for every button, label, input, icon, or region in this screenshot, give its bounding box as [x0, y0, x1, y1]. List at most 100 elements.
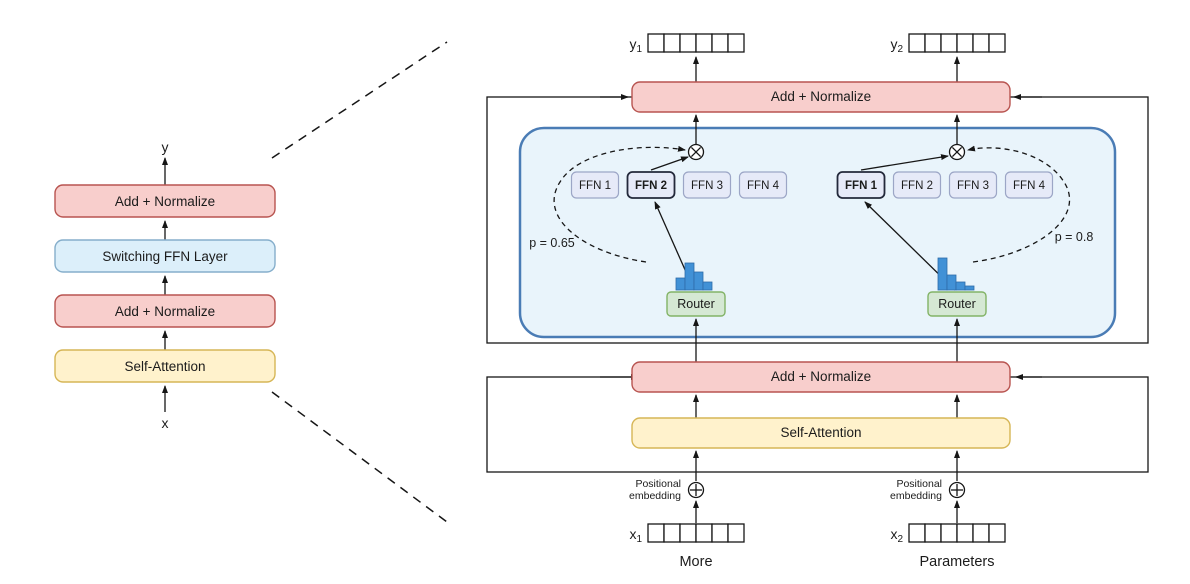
token-cell: [924, 33, 942, 53]
token-cell: [940, 523, 958, 543]
router-prob-bar: [955, 281, 966, 291]
expert-label: FFN 3: [691, 180, 723, 192]
token-cell: [711, 33, 729, 53]
router-histogram-left: [675, 262, 713, 291]
multiply-icon: [687, 143, 705, 161]
token-cell: [727, 33, 745, 53]
expert-label: FFN 4: [747, 180, 780, 192]
switching-ffn-layer-label: Switching FFN Layer: [102, 249, 228, 264]
token-base: y: [890, 36, 897, 52]
token-cells-y1: [647, 33, 745, 53]
router-label: Router: [677, 297, 715, 311]
token-cell: [972, 33, 990, 53]
gate-probability-right: p = 0.8: [1055, 230, 1094, 244]
token-cell: [988, 33, 1006, 53]
expert-ffn2-right: FFN 2: [892, 171, 942, 199]
expert-box: [836, 171, 886, 199]
router-prob-bar: [675, 277, 686, 291]
token-cell: [956, 33, 974, 53]
self-attention-label: Self-Attention: [780, 425, 861, 440]
token-cell: [988, 523, 1006, 543]
output-label-y: y: [162, 139, 169, 155]
positional-embedding-label-right-line1: Positional: [896, 478, 942, 490]
output-token-label-y1: y1: [629, 36, 642, 55]
expert-box: [892, 171, 942, 199]
arrow-ffn2-to-multiply: [650, 156, 689, 171]
token-cell: [695, 523, 713, 543]
token-subscript: 1: [636, 534, 642, 545]
token-cells-x1: [647, 523, 745, 543]
token-cell: [647, 33, 665, 53]
token-subscript: 2: [897, 44, 903, 55]
router-prob-bar: [702, 281, 713, 291]
token-base: y: [629, 36, 636, 52]
add-normalize-mid-box: [631, 361, 1011, 393]
token-cell: [956, 523, 974, 543]
token-cell: [924, 523, 942, 543]
router-left: Router: [666, 291, 726, 317]
router-prob-bar: [946, 274, 957, 291]
zoom-dashed-line-top: [271, 41, 448, 159]
zoom-dashed-line-bottom: [271, 391, 448, 523]
left-add-normalize-bottom-box: [54, 294, 276, 328]
self-attention-box: [631, 417, 1011, 449]
add-normalize-mid-label: Add + Normalize: [771, 369, 871, 384]
token-cell: [679, 33, 697, 53]
expert-label: FFN 1: [579, 180, 611, 192]
expert-box: [682, 171, 732, 199]
token-cell: [663, 33, 681, 53]
expert-box: [948, 171, 998, 199]
router-prob-bar: [684, 262, 695, 291]
token-cell: [647, 523, 665, 543]
expert-label: FFN 1: [845, 180, 878, 192]
expert-box: [570, 171, 620, 199]
router-prob-bar: [964, 285, 975, 291]
left-add-normalize-bottom-label: Add + Normalize: [115, 304, 215, 319]
caption-parameters: Parameters: [920, 554, 995, 570]
router-prob-bar: [693, 271, 704, 291]
switching-ffn-container: [518, 126, 1117, 339]
token-cell: [908, 523, 926, 543]
token-base: x: [629, 526, 636, 542]
expert-label: FFN 4: [1013, 180, 1046, 192]
expert-box: [626, 171, 676, 199]
expert-ffn4-right: FFN 4: [1004, 171, 1054, 199]
left-add-normalize-top-label: Add + Normalize: [115, 194, 215, 209]
positional-embedding-label-right-line2: embedding: [890, 490, 942, 502]
token-cell: [711, 523, 729, 543]
gate-probability-left: p = 0.65: [529, 236, 575, 250]
token-cells-x2: [908, 523, 1006, 543]
positional-embedding-label-left-line2: embedding: [629, 490, 681, 502]
router-right: Router: [927, 291, 987, 317]
token-cells-y2: [908, 33, 1006, 53]
token-cell: [679, 523, 697, 543]
left-stack: y Add + Normalize Switching FFN Layer Ad…: [54, 139, 276, 431]
caption-more: More: [679, 554, 712, 570]
detail-view: Add + Normalize FFN 1 FFN 2 FFN 3 FFN 4: [486, 33, 1149, 570]
expert-box: [738, 171, 788, 199]
multiply-icon: [948, 143, 966, 161]
token-subscript: 1: [636, 44, 642, 55]
plus-icon: [948, 481, 966, 499]
expert-label: FFN 2: [635, 180, 667, 192]
add-normalize-top-label: Add + Normalize: [771, 89, 871, 104]
expert-ffn1-left: FFN 1: [570, 171, 620, 199]
expert-label: FFN 3: [957, 180, 989, 192]
input-token-label-x1: x1: [629, 526, 642, 545]
token-cell: [940, 33, 958, 53]
router-label: Router: [938, 297, 976, 311]
expert-ffn1-right: FFN 1: [836, 171, 886, 199]
left-self-attention-box: [54, 349, 276, 383]
expert-ffn4-left: FFN 4: [738, 171, 788, 199]
token-cell: [695, 33, 713, 53]
token-cell: [727, 523, 745, 543]
router-prob-bar: [937, 257, 948, 291]
arrow-ffn1-to-multiply: [860, 154, 949, 171]
input-label-x: x: [162, 415, 169, 431]
expert-label: FFN 2: [901, 180, 933, 192]
token-base: x: [890, 526, 897, 542]
expert-ffn2-left: FFN 2: [626, 171, 676, 199]
add-normalize-top-box: [631, 81, 1011, 113]
